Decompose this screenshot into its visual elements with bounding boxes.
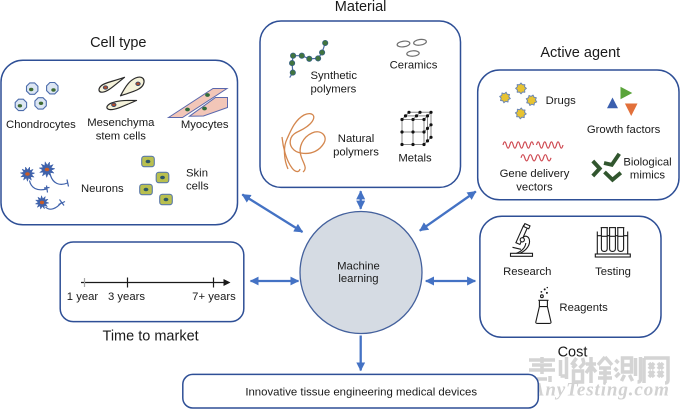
svg-text:Growth factors: Growth factors bbox=[587, 124, 661, 136]
svg-text:Biological: Biological bbox=[623, 157, 671, 169]
svg-text:Research: Research bbox=[503, 266, 551, 278]
svg-text:polymers: polymers bbox=[311, 84, 357, 96]
svg-text:Mesenchyma: Mesenchyma bbox=[87, 117, 155, 129]
svg-text:Skin: Skin bbox=[186, 168, 208, 180]
svg-text:Innovative tissue engineering: Innovative tissue engineering medical de… bbox=[245, 387, 477, 399]
svg-text:Myocytes: Myocytes bbox=[181, 119, 229, 131]
svg-text:Testing: Testing bbox=[595, 266, 631, 278]
svg-text:Cost: Cost bbox=[558, 344, 588, 360]
svg-text:Drugs: Drugs bbox=[546, 95, 576, 107]
svg-text:stem cells: stem cells bbox=[96, 131, 147, 143]
svg-text:1 year: 1 year bbox=[67, 291, 99, 303]
svg-text:Reagents: Reagents bbox=[559, 302, 608, 314]
svg-text:AnyTesting.com: AnyTesting.com bbox=[531, 380, 670, 401]
svg-text:Metals: Metals bbox=[398, 153, 432, 165]
svg-text:Chondrocytes: Chondrocytes bbox=[6, 119, 76, 131]
svg-text:Ceramics: Ceramics bbox=[390, 60, 438, 72]
svg-text:vectors: vectors bbox=[516, 182, 553, 194]
svg-text:Neurons: Neurons bbox=[81, 183, 124, 195]
svg-text:mimics: mimics bbox=[630, 170, 665, 182]
svg-text:Active agent: Active agent bbox=[540, 45, 620, 61]
svg-text:Time to market: Time to market bbox=[103, 329, 199, 345]
svg-text:cells: cells bbox=[186, 181, 209, 193]
svg-text:Natural: Natural bbox=[338, 133, 374, 145]
svg-text:polymers: polymers bbox=[333, 147, 379, 159]
svg-text:3 years: 3 years bbox=[108, 291, 145, 303]
svg-text:learning: learning bbox=[338, 273, 378, 285]
svg-text:Synthetic: Synthetic bbox=[311, 70, 358, 82]
svg-text:Gene delivery: Gene delivery bbox=[500, 168, 570, 180]
svg-text:7+ years: 7+ years bbox=[192, 291, 236, 303]
svg-text:Cell type: Cell type bbox=[90, 35, 146, 51]
svg-text:Machine: Machine bbox=[337, 261, 380, 273]
svg-text:Material: Material bbox=[335, 0, 387, 15]
